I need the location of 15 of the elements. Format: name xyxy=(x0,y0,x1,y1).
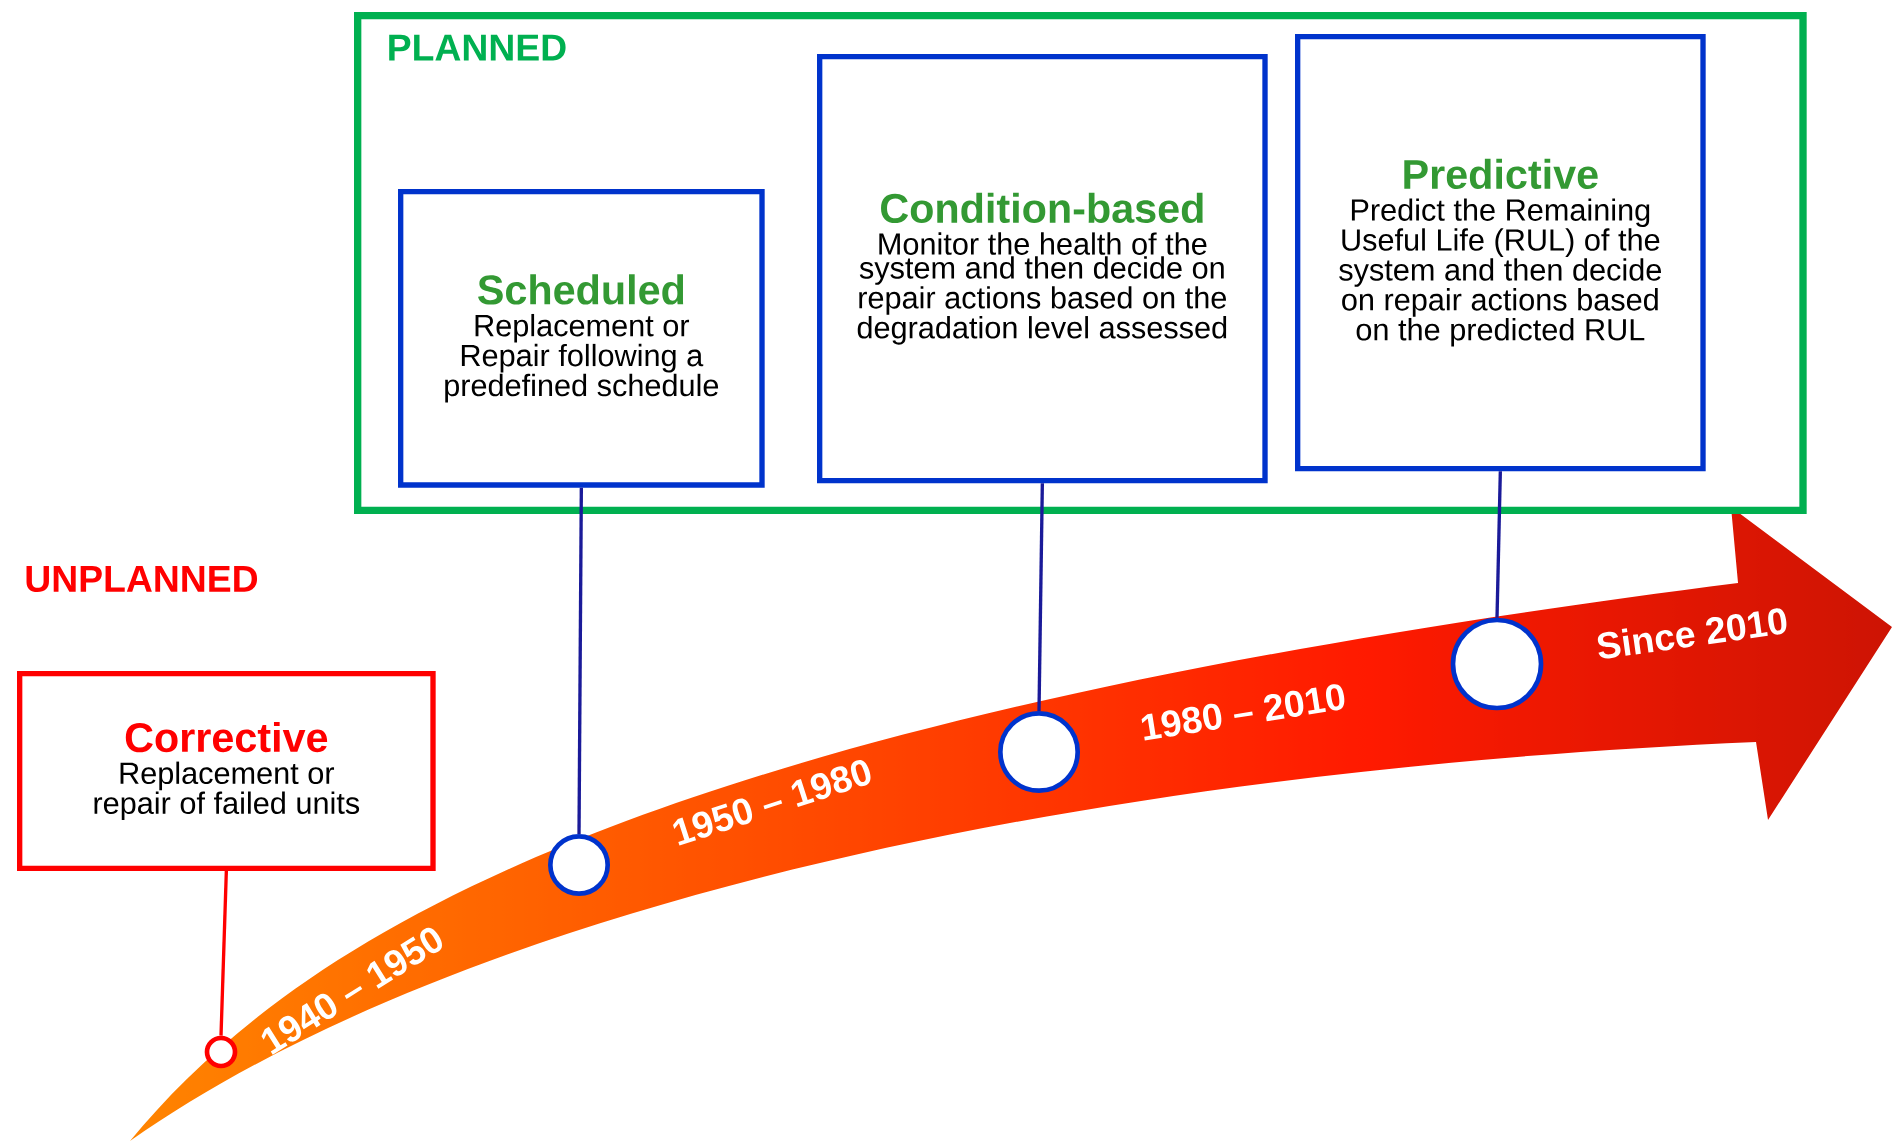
process-box: Condition-based Monitor the health of the system and then decide on repair actions based on the degradation level assessed xyxy=(817,54,1268,484)
timeline-dot xyxy=(998,711,1080,793)
year-label: 1950 – 1980 xyxy=(673,760,871,846)
section-heading: UNPLANNED xyxy=(26,566,258,592)
connector-line xyxy=(1037,483,1044,712)
connector-line xyxy=(1495,471,1502,618)
process-box: Corrective Replacement or repair of failed units xyxy=(17,671,436,871)
process-box: Predictive Predict the Remaining Useful Life (RUL) of the system and then decide on repair actions based on the predicted RUL xyxy=(1295,34,1706,472)
year-label: Since 2010 xyxy=(1597,608,1787,659)
timeline-dot xyxy=(204,1035,238,1069)
connector-line xyxy=(577,487,583,834)
timeline-dot xyxy=(1450,617,1544,711)
year-label: 1980 – 2010 xyxy=(1141,684,1345,741)
process-box: Scheduled Replacement or Repair following a predefined schedule xyxy=(398,189,765,488)
year-label: 1940 – 1950 xyxy=(261,927,442,1055)
